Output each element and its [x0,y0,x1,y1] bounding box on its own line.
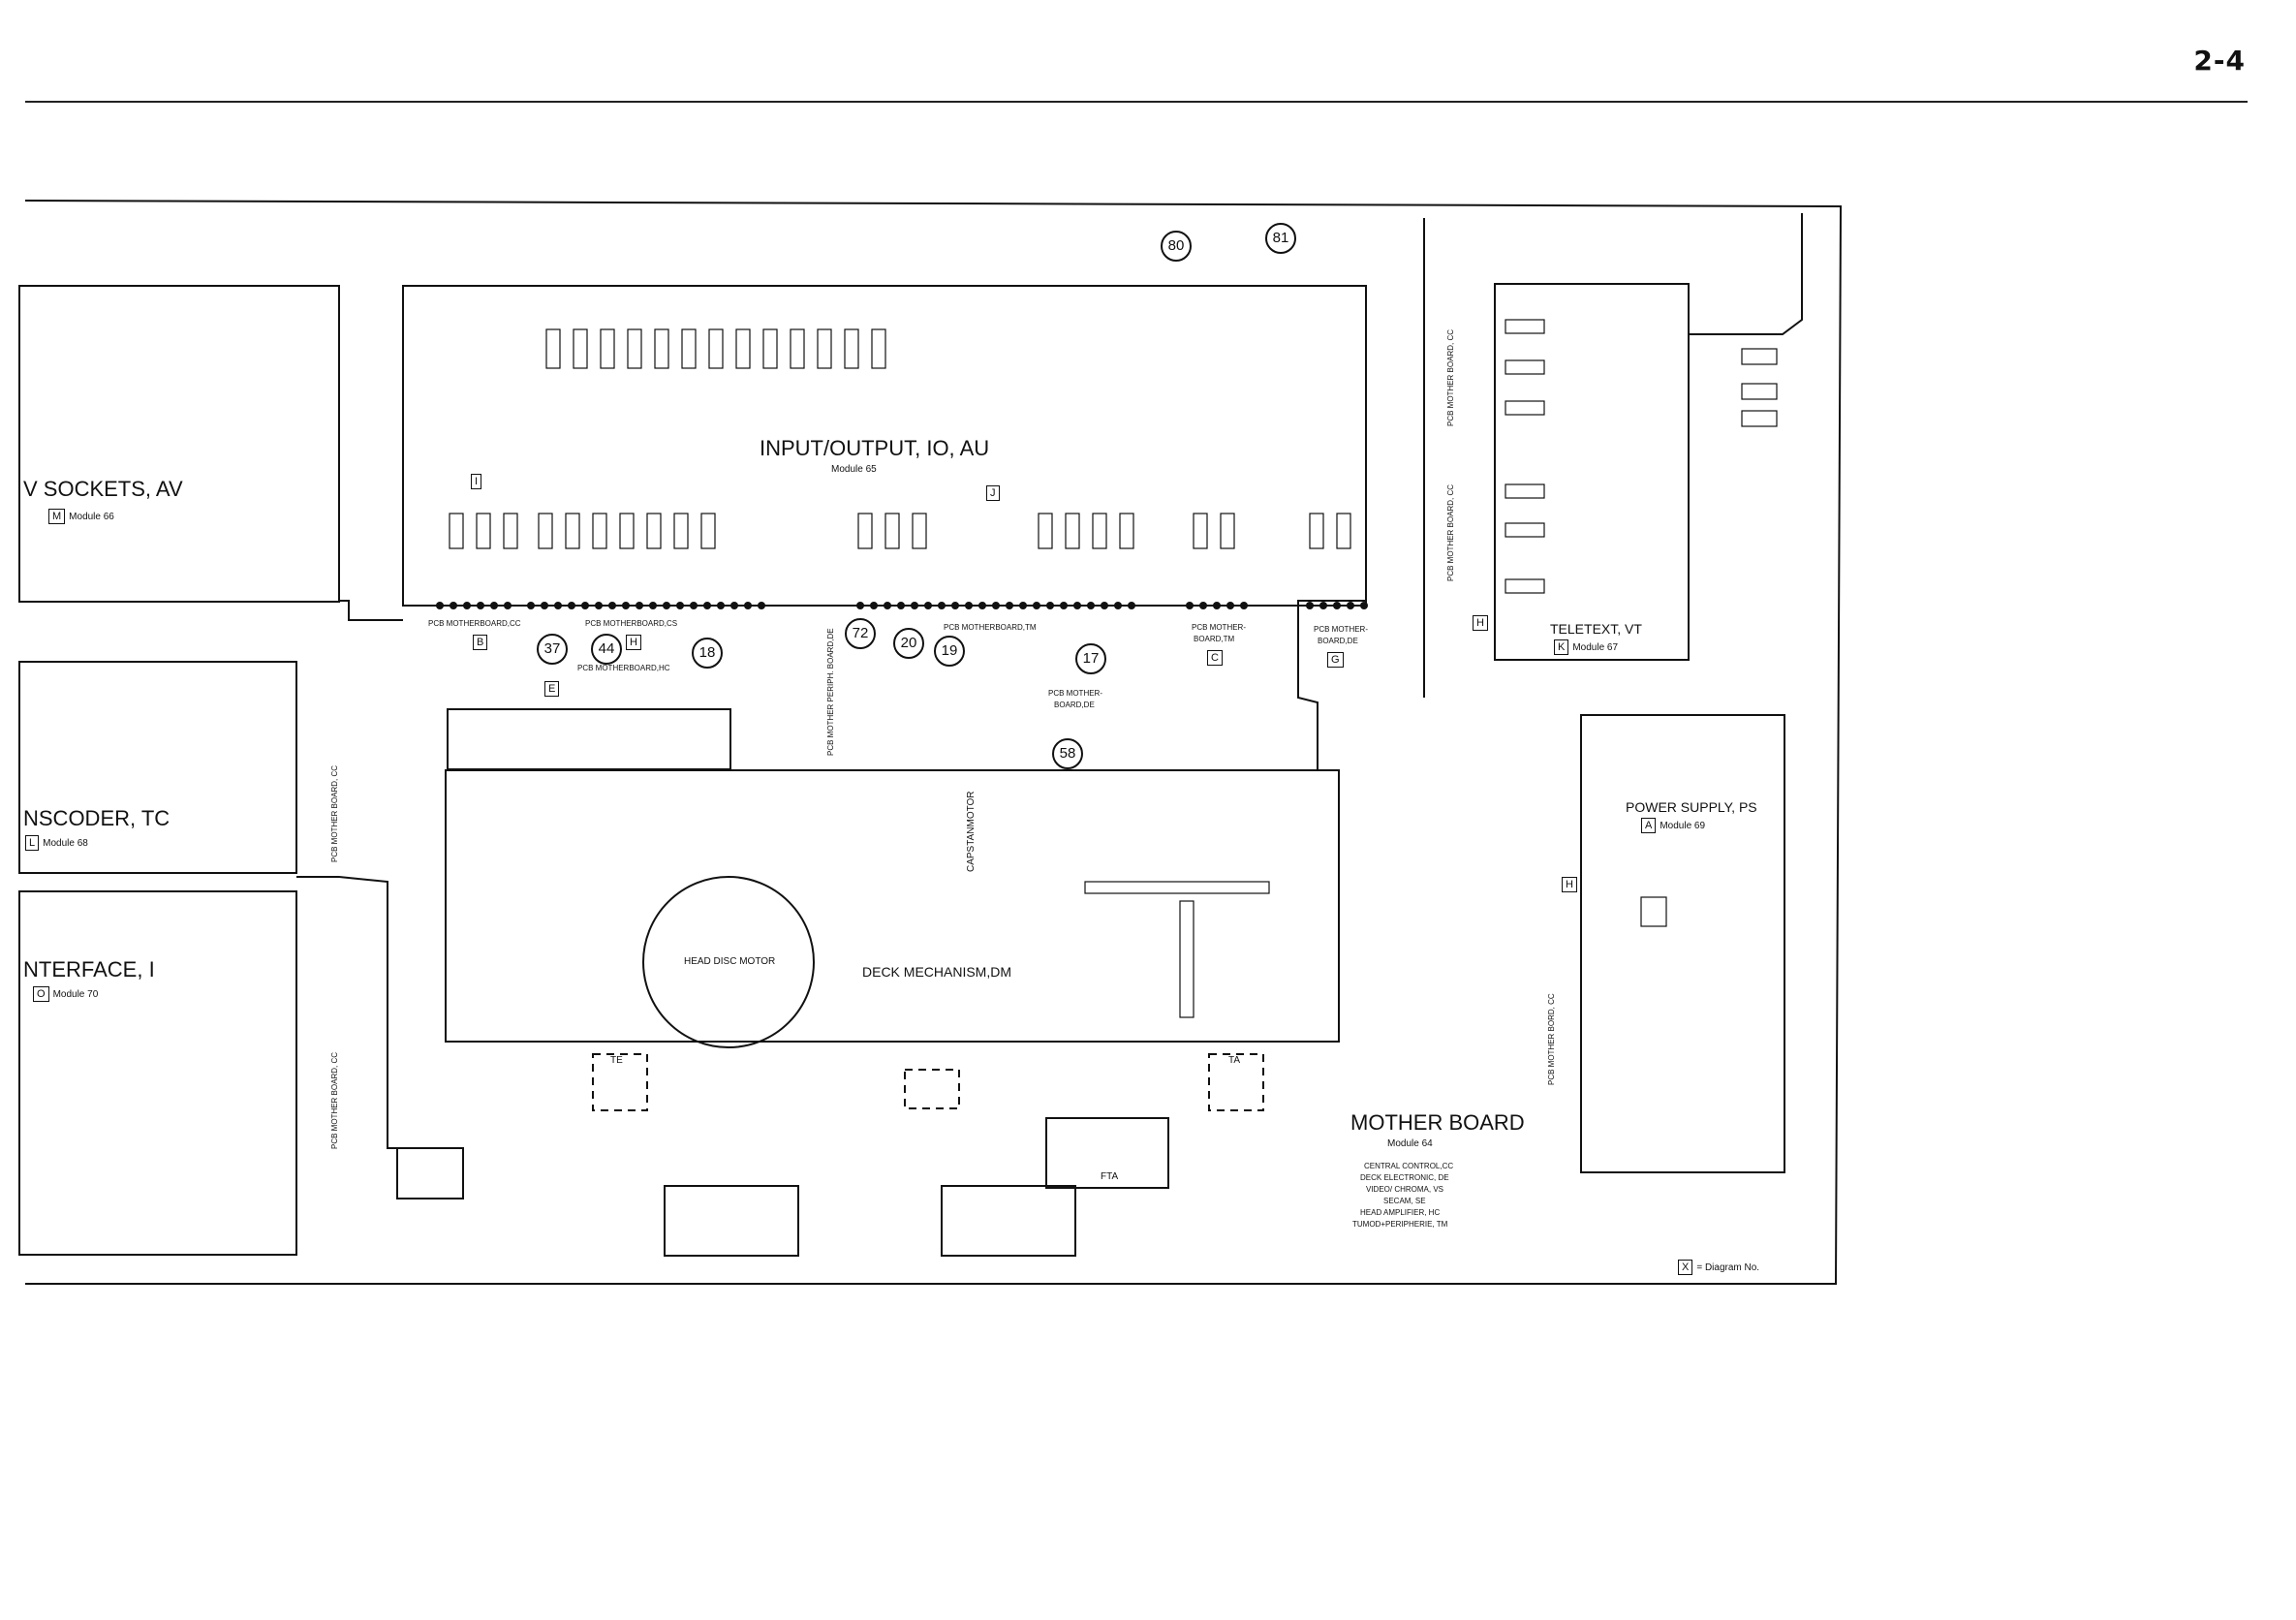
callout-80: 80 [1161,231,1192,262]
teletext-module-number-text: Module 67 [1572,642,1619,653]
mother-desc-2: DECK ELECTRONIC, DE [1360,1173,1449,1182]
capstan-motor-label: CAPSTANMOTOR [966,791,977,872]
letter-box-io2: J [986,484,1004,501]
sensor-ta-label: TA [1228,1055,1241,1066]
letter-box-cs: H [626,634,645,650]
callout-81: 81 [1265,223,1296,254]
mother-board-number: Module 64 [1387,1138,1433,1149]
callout-19: 19 [934,636,965,667]
vert-label-cc-5: PCB MOTHER BORD, CC [1547,993,1556,1085]
power-module-number-text: Module 69 [1660,821,1706,831]
io-module-number: Module 65 [831,464,877,475]
label-mother-de-1: PCB MOTHER- [1314,625,1368,634]
sensor-te-label: TE [610,1055,623,1066]
mother-desc-1: CENTRAL CONTROL,CC [1364,1162,1454,1170]
vert-label-cc-1: PCB MOTHER BOARD, CC [1446,328,1455,426]
interface-module-number-text: Module 70 [52,989,99,1000]
legend-box: X [1678,1260,1693,1275]
top-rule [25,101,2248,103]
power-module-title: POWER SUPPLY, PS [1626,799,1757,815]
interface-module-box [18,890,297,1256]
av-module-number-text: Module 66 [69,512,114,522]
letter-box-ps: H [1562,876,1581,892]
vert-label-cc-3: PCB MOTHER BOARD, CC [330,764,339,862]
mother-desc-6: TUMOD+PERIPHERIE, TM [1352,1220,1448,1229]
letter-box-hc: E [544,680,563,697]
head-disc-motor [642,876,815,1048]
callout-58: 58 [1052,738,1083,769]
callout-37: 37 [537,634,568,665]
label-mb-cc: PCB MOTHERBOARD,CC [428,619,521,628]
vert-label-cc-4: PCB MOTHER BOARD, CC [330,1051,339,1149]
teletext-module-box [1494,283,1690,661]
letter-box-de: G [1327,651,1348,668]
tc-module-title: NSCODER, TC [23,806,171,830]
label-mother-tm-2: BOARD,TM [1194,635,1235,643]
vert-label-periph-de: PCB MOTHER PERIPH. BOARD,DE [826,628,835,756]
letter-box-tv: H [1473,614,1492,631]
deck-mechanism-label: DECK MECHANISM,DM [862,964,1012,980]
head-amp-box [447,708,731,770]
label-mother-tm-1: PCB MOTHER- [1192,623,1246,632]
power-module-box [1580,714,1785,1173]
callout-20: 20 [893,628,924,659]
av-module-letter: M [48,509,66,524]
label-mother-de-mid-2: BOARD,DE [1054,701,1095,709]
letter-box-tm: C [1207,649,1226,666]
mother-desc-3: VIDEO/ CHROMA, VS [1366,1185,1444,1194]
av-module-box [18,285,340,603]
outer-frame [24,200,1843,1285]
callout-72: 72 [845,618,876,649]
interface-module-title: NTERFACE, I [23,957,155,981]
interface-module-letter: O [33,986,49,1002]
label-mother-de-2: BOARD,DE [1318,637,1358,645]
tc-module-letter: L [25,835,40,851]
mother-desc-5: HEAD AMPLIFIER, HC [1360,1208,1441,1217]
callout-18: 18 [692,638,723,669]
callout-44: 44 [591,634,622,665]
label-mb-tm: PCB MOTHERBOARD,TM [944,623,1037,632]
av-module-title: V SOCKETS, AV [23,477,183,501]
letter-box-io1: I [471,473,485,489]
legend-text: = Diagram No. [1696,1262,1760,1273]
tc-module-box [18,661,297,874]
label-mother-de-mid-1: PCB MOTHER- [1048,689,1102,698]
vert-label-cc-2: PCB MOTHER BOARD, CC [1446,483,1455,581]
io-module-title: INPUT/OUTPUT, IO, AU [760,436,990,460]
power-module-letter: A [1641,818,1657,833]
legend: X= Diagram No. [1678,1260,1759,1275]
mother-board-title: MOTHER BOARD [1350,1110,1525,1135]
sensor-fta-label: FTA [1101,1171,1119,1182]
label-mb-cs: PCB MOTHERBOARD,CS [585,619,678,628]
tc-module-number-text: Module 68 [43,838,88,849]
label-mb-hc: PCB MOTHERBOARD,HC [577,664,670,672]
mother-desc-4: SECAM, SE [1383,1197,1426,1205]
page-number: 2-4 [2193,45,2246,77]
callout-17: 17 [1075,643,1106,674]
teletext-module-letter: K [1554,639,1569,655]
deck-box [445,769,1340,1043]
head-disc-motor-label: HEAD DISC MOTOR [684,956,776,967]
teletext-module-title: TELETEXT, VT [1550,621,1642,637]
letter-box-cc: B [473,634,491,650]
